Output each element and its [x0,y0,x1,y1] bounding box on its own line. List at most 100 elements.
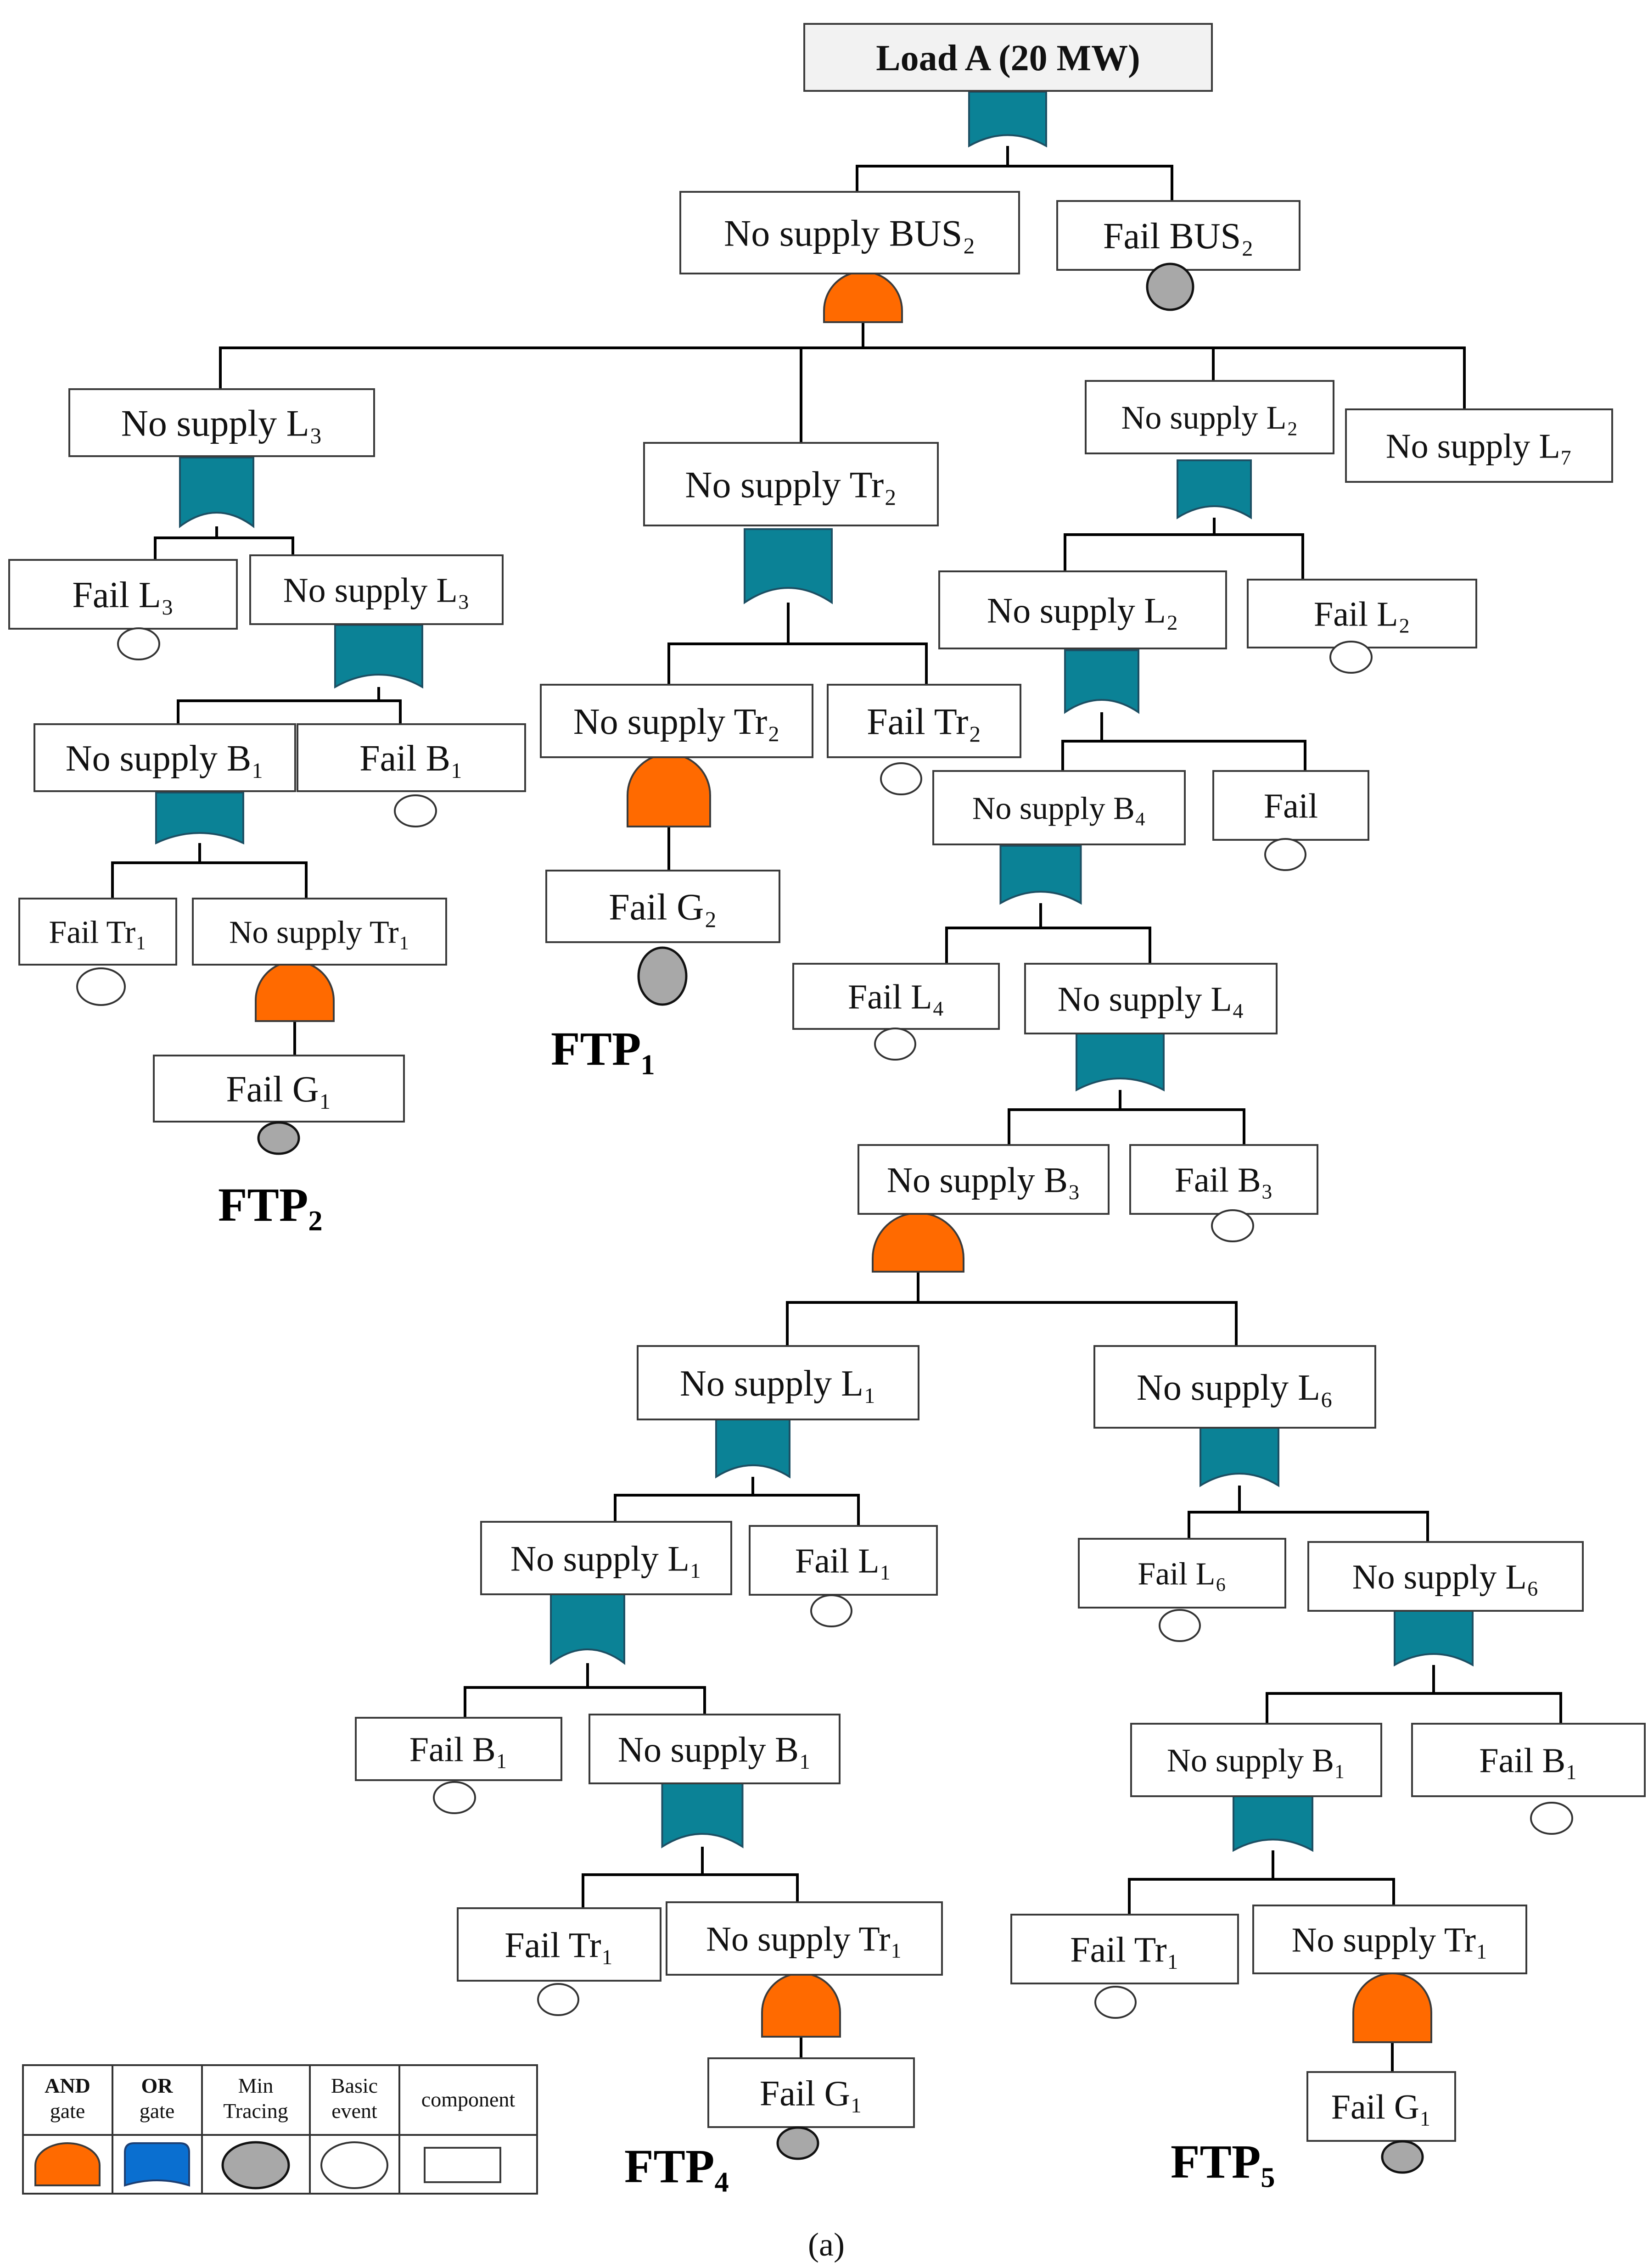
legend-and-label-2: gate [50,2099,85,2123]
logic-gates [155,91,1474,2043]
or-gate-4 [1177,459,1252,520]
failL6-label: Fail L₆ [1138,1557,1227,1592]
or-gate-10 [715,1418,790,1479]
legend-component-label: component [421,2088,516,2111]
failG2-label: Fail G₂ [609,886,717,928]
basic-event-6 [1264,838,1306,871]
legend-basic-label-1: Basic [331,2074,378,2097]
nsTr1c-box [1252,1905,1527,1974]
nsL6b-label: No supply L₆ [1352,1558,1539,1597]
fail-box [1212,770,1369,841]
legend-and-gate-symbol [34,2142,101,2186]
failL4-label: Fail L₄ [848,978,944,1017]
connector-26 [786,1301,1238,1346]
basic-event-3 [76,967,126,1006]
nsBus2-box [679,191,1020,274]
nsL6b-box [1307,1541,1584,1612]
legend-basic-event-symbol [320,2141,388,2189]
nsTr1c-label: No supply Tr₁ [1292,1921,1488,1960]
failL6-box [1078,1538,1286,1609]
nsL1b-box [480,1521,732,1595]
failTr1a-box [18,898,177,966]
min-tracing-event-4 [776,2126,819,2160]
connector-32 [582,1873,799,1908]
basic-event-10 [1159,1609,1201,1642]
connector-8 [154,536,294,560]
or-gate-2 [179,457,254,528]
nsB1b-box [589,1714,841,1784]
connector-39 [1128,1878,1395,1915]
nsL7-label: No supply L₇ [1386,427,1573,466]
failL2-box [1247,579,1477,648]
nsB3-box [858,1144,1110,1215]
ftp-labels: FTP₁ FTP₂ FTP₄ FTP₅ [218,1022,1275,2193]
failTr1c-label: Fail Tr₁ [1070,1929,1179,1969]
nsB1a-box [34,723,296,792]
fail-label: Fail [1264,787,1318,826]
failBus2-box [1056,200,1300,271]
connector-35 [1188,1511,1429,1542]
ftp5-label: FTP₅ [1171,2135,1275,2188]
nsL3a-label: No supply L₃ [121,402,323,444]
connector-30 [464,1686,706,1718]
nsL1a-box [637,1345,919,1420]
basic-event-8 [1211,1209,1254,1242]
connector-18 [1064,533,1304,580]
legend-basic-label-2: event [331,2099,377,2123]
or-gate-1 [968,91,1047,148]
nsL2b-box [938,570,1227,649]
nsB1a-label: No supply B₁ [66,738,264,779]
failG1b-box [707,2057,915,2128]
connector-lines [111,146,1562,2072]
failL3-box [8,559,238,630]
figure-caption: (a) [808,2226,845,2263]
failTr1a-label: Fail Tr₁ [49,915,146,950]
nsTr1b-box [666,1901,943,1976]
min-tracing-event-5 [1381,2140,1424,2174]
connector-4 [219,346,1466,409]
legend-min-tracing-symbol [221,2141,290,2190]
failL4-box [792,963,1000,1030]
nsTr1b-label: No supply Tr₁ [706,1920,902,1959]
basic-event-12 [433,1781,476,1814]
nsB3-label: No supply B₃ [887,1160,1081,1200]
failB1a-label: Fail B₁ [359,738,463,779]
basic-event-14 [1094,1986,1137,2019]
or-gate-15 [1233,1795,1313,1852]
legend-component-symbol [424,2147,501,2183]
failB1b-label: Fail B₁ [409,1731,508,1769]
event-markers [76,263,1573,2174]
nsTr2a-label: No supply Tr₂ [685,464,897,506]
and-gate-2 [872,1212,964,1273]
nsB4-label: No supply B₄ [972,791,1146,827]
basic-event-4 [880,762,922,795]
or-gate-13 [1394,1609,1474,1667]
basic-event-13 [537,1983,579,2016]
legend-or-gate-symbol [124,2142,190,2187]
or-gate-5 [334,624,423,689]
connector-24 [1008,1108,1245,1145]
nsL6a-box [1093,1345,1376,1429]
nsTr1a-box [192,898,447,966]
nsB1c-label: No supply B₁ [1167,1742,1345,1779]
failTr2-box [827,684,1021,758]
failTr1b-box [457,1907,661,1982]
failB1a-box [297,723,526,792]
connector-37 [1266,1692,1562,1724]
nsB1c-box [1130,1723,1382,1797]
and-gate-1 [823,271,903,323]
nsL3b-box [249,554,504,625]
legend-or-label-1: OR [141,2074,174,2097]
or-gate-14 [661,1782,744,1849]
ftp4-label: FTP₄ [624,2140,729,2193]
basic-event-11 [1530,1802,1573,1835]
connector-15 [667,642,928,685]
or-gate-12 [550,1593,625,1665]
failL1-label: Fail L₁ [795,1542,891,1581]
nsL1b-label: No supply L₁ [510,1538,702,1578]
failB3-label: Fail B₃ [1175,1161,1273,1200]
failTr1c-box [1010,1914,1239,1984]
ftp1-label: FTP₁ [551,1022,656,1075]
